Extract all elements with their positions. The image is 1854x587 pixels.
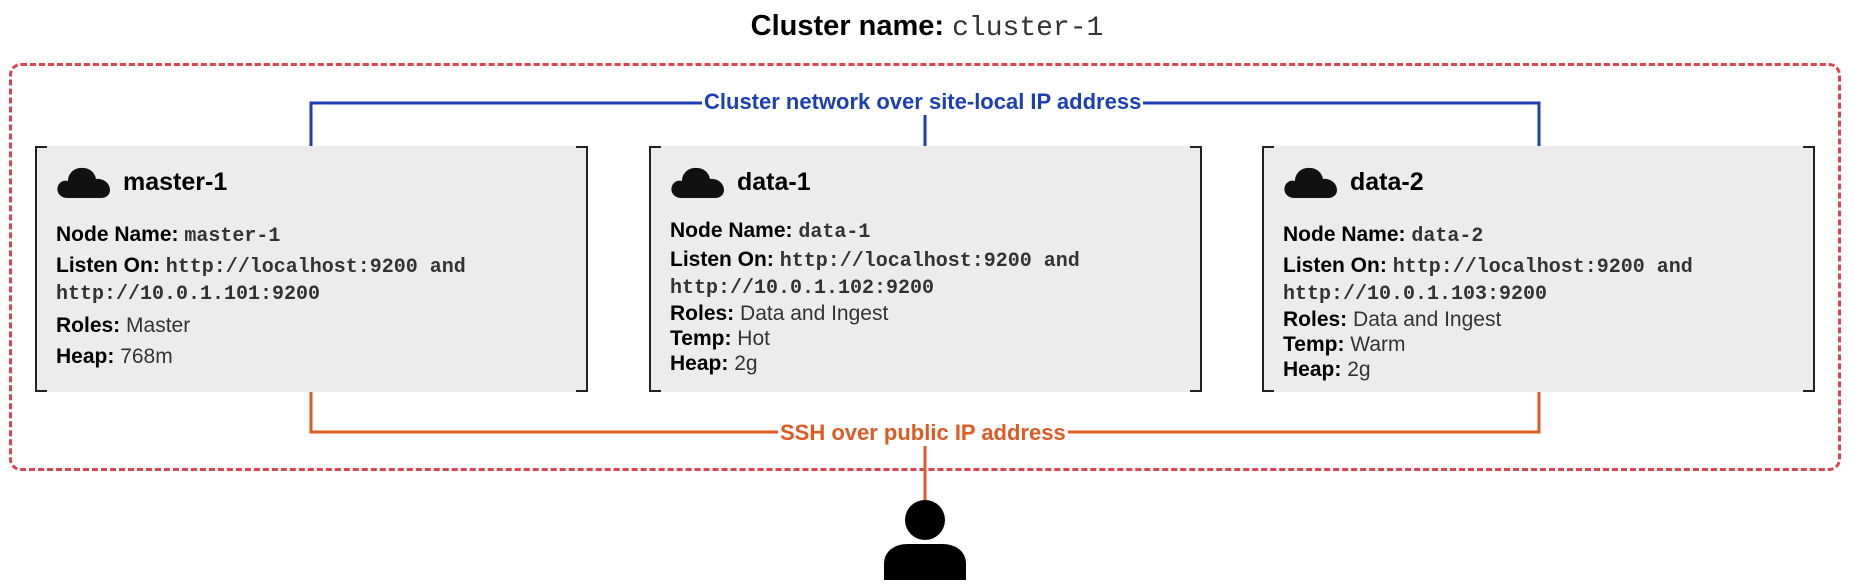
node-name-row: Node Name: data-2 [1283,222,1799,249]
cloud-icon [1284,167,1337,198]
cluster-name: cluster-1 [952,13,1104,44]
heap-row: Heap: 768m [56,344,572,369]
listen-value-1: http://localhost:9200 and [165,256,466,279]
node-header: data-2 [1283,164,1424,200]
node-data-2: data-2 Node Name: data-2 Listen On: http… [1262,146,1815,392]
node-title: master-1 [123,167,228,196]
node-properties: Node Name: data-1 Listen On: http://loca… [670,218,1186,376]
roles-label: Roles: [670,302,735,325]
heap-label: Heap: [56,345,115,368]
roles-row: Roles: Data and Ingest [670,301,1186,326]
roles-value: Master [126,314,191,337]
heap-row: Heap: 2g [670,351,1186,376]
node-data-1: data-1 Node Name: data-1 Listen On: http… [649,146,1202,392]
node-bracket-right [1803,146,1815,392]
node-name-value: data-2 [1411,225,1484,248]
cluster-title: Cluster name: cluster-1 [0,10,1854,44]
listen-row: Listen On: http://localhost:9200 and [670,247,1186,274]
roles-value: Data and Ingest [1353,308,1502,331]
node-name-row: Node Name: master-1 [56,222,572,249]
roles-row: Roles: Master [56,313,572,338]
roles-label: Roles: [56,314,121,337]
node-name-label: Node Name: [56,223,179,246]
node-name-row: Node Name: data-1 [670,218,1186,245]
temp-label: Temp: [670,327,732,350]
heap-row: Heap: 2g [1283,357,1799,382]
node-name-value: master-1 [184,225,281,248]
listen-value-2: http://10.0.1.102:9200 [670,277,935,300]
node-name-label: Node Name: [1283,223,1406,246]
temp-label: Temp: [1283,333,1345,356]
node-bracket-left [1262,146,1274,392]
listen-row-cont: http://10.0.1.102:9200 [670,274,1186,301]
listen-value-2: http://10.0.1.101:9200 [56,283,321,306]
cloud-icon [57,167,110,198]
listen-label: Listen On: [1283,254,1387,277]
node-master-1: master-1 Node Name: master-1 Listen On: … [35,146,588,392]
listen-label: Listen On: [56,254,160,277]
heap-value: 2g [1347,358,1371,381]
heap-label: Heap: [670,352,729,375]
cluster-title-label: Cluster name: [750,10,945,42]
listen-row: Listen On: http://localhost:9200 and [1283,253,1799,280]
heap-value: 2g [734,352,758,375]
node-properties: Node Name: data-2 Listen On: http://loca… [1283,222,1799,382]
user-icon [884,500,966,580]
heap-label: Heap: [1283,358,1342,381]
cluster-network-label: Cluster network over site-local IP addre… [702,89,1144,115]
listen-label: Listen On: [670,248,774,271]
node-bracket-right [1190,146,1202,392]
node-header: data-1 [670,164,811,200]
roles-value: Data and Ingest [740,302,889,325]
node-bracket-left [35,146,47,392]
node-title: data-1 [737,167,811,196]
ssh-network-label: SSH over public IP address [778,420,1068,446]
node-name-label: Node Name: [670,219,793,242]
temp-value: Hot [737,327,770,350]
listen-value-1: http://localhost:9200 and [779,250,1080,273]
listen-value-1: http://localhost:9200 and [1392,256,1693,279]
listen-row-cont: http://10.0.1.103:9200 [1283,280,1799,307]
node-bracket-right [576,146,588,392]
node-header: master-1 [56,164,227,200]
node-properties: Node Name: master-1 Listen On: http://lo… [56,222,572,369]
roles-label: Roles: [1283,308,1348,331]
listen-row: Listen On: http://localhost:9200 and [56,253,572,280]
listen-value-2: http://10.0.1.103:9200 [1283,283,1548,306]
cloud-icon [671,167,724,198]
heap-value: 768m [120,345,173,368]
node-title: data-2 [1350,167,1424,196]
listen-row-cont: http://10.0.1.101:9200 [56,280,572,307]
temp-value: Warm [1350,333,1406,356]
node-name-value: data-1 [798,221,871,244]
temp-row: Temp: Hot [670,326,1186,351]
roles-row: Roles: Data and Ingest [1283,307,1799,332]
temp-row: Temp: Warm [1283,332,1799,357]
node-bracket-left [649,146,661,392]
